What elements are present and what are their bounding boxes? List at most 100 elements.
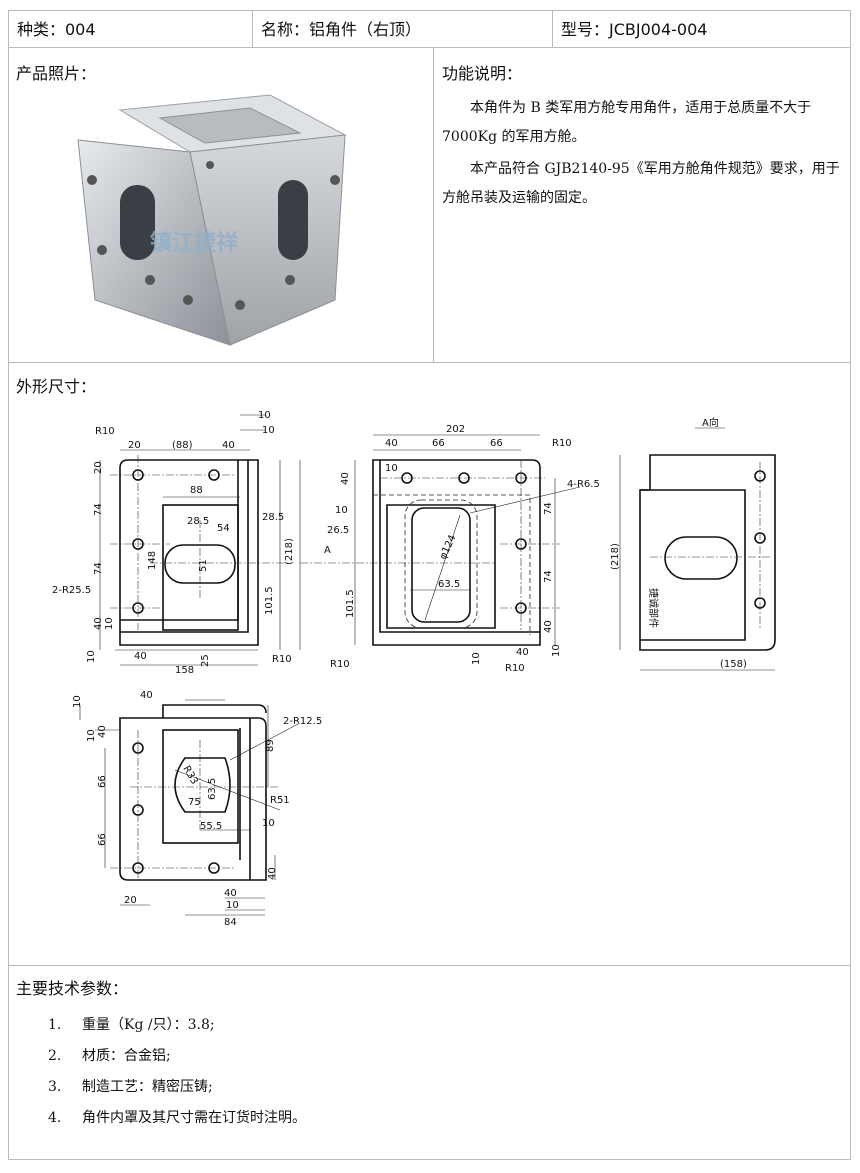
dim-label: 10 — [551, 644, 562, 657]
dim-label: 2-R25.5 — [52, 585, 91, 596]
spec-text: 角件内罩及其尺寸需在订货时注明。 — [82, 1110, 306, 1126]
dim-label: 10 — [471, 652, 482, 665]
model-cell: 型号：JCBJ004-004 — [553, 11, 850, 48]
category-cell: 种类：004 — [9, 11, 253, 48]
dim-label: A向 — [702, 416, 719, 429]
dim-label: 10 — [335, 505, 348, 516]
function-paragraph-1: 本角件为 B 类军用方舱专用角件，适用于总质量不大于 7000Kg 的军用方舱。 — [442, 100, 812, 145]
dim-label: 40 — [97, 725, 108, 738]
dim-label: (218) — [610, 543, 621, 570]
spec-item: 2. 材质：合金铝; — [48, 1041, 306, 1072]
name-cell: 名称：铝角件（右顶） — [253, 11, 553, 48]
dim-label: 2-R12.5 — [283, 716, 322, 727]
dim-label: 75 — [188, 797, 201, 808]
drawing-view-side — [300, 434, 581, 646]
dim-label: 148 — [147, 551, 158, 570]
dim-label: 74 — [93, 562, 104, 575]
dim-label: 10 — [86, 650, 97, 663]
view3-labels: A向 (218) 捷诚部件 (158) — [610, 416, 747, 670]
dim-label: 20 — [124, 895, 137, 906]
model-text: 型号：JCBJ004-004 — [561, 20, 708, 39]
dim-label: 63.5 — [207, 778, 218, 800]
dim-label: 10 — [262, 818, 275, 829]
spec-text: 重量（Kg /只）：3.8; — [82, 1017, 215, 1033]
dim-label: R10 — [552, 438, 572, 449]
dim-label: 63.5 — [438, 579, 460, 590]
dim-label: 40 — [222, 440, 235, 451]
dim-label: 158 — [175, 665, 194, 676]
dim-label: 40 — [543, 620, 554, 633]
dim-label: 10 — [262, 425, 275, 436]
dim-label: 74 — [93, 503, 104, 516]
spec-item: 1.重量（Kg /只）：3.8; — [48, 1010, 306, 1041]
dim-label: R10 — [272, 654, 292, 665]
category-text: 种类：004 — [17, 20, 96, 39]
dim-label: 51 — [198, 559, 209, 572]
dim-label: 74 — [543, 570, 554, 583]
spec-number: 3. — [48, 1079, 62, 1095]
dim-label: 40 — [385, 438, 398, 449]
dim-label: 40 — [267, 867, 278, 880]
dim-label: 40 — [516, 647, 529, 658]
dim-label: 10 — [72, 695, 83, 708]
drawing-view-top — [79, 699, 299, 916]
spec-text: 材质：合金铝; — [82, 1048, 171, 1064]
dim-label: 66 — [432, 438, 445, 449]
dim-label: 84 — [224, 917, 237, 928]
dim-label: 26.5 — [327, 525, 349, 536]
dim-label: 捷诚部件 — [647, 588, 660, 628]
drawing-view-front — [99, 414, 301, 666]
name-text: 名称：铝角件（右顶） — [261, 20, 422, 39]
dim-label: 40 — [134, 651, 147, 662]
dim-label: 40 — [224, 888, 237, 899]
dim-label: R51 — [270, 795, 290, 806]
dim-label: (158) — [720, 659, 747, 670]
dim-label: 66 — [490, 438, 503, 449]
dim-label: R10 — [505, 663, 525, 674]
specs-title: 主要技术参数： — [16, 979, 129, 998]
dim-label: 10 — [385, 463, 398, 474]
dim-label: 101.5 — [264, 586, 275, 615]
dimensions-title: 外形尺寸： — [16, 377, 97, 396]
spec-sheet: 种类：004 名称：铝角件（右顶） 型号：JCBJ004-004 — [8, 10, 851, 1160]
dim-label: 202 — [446, 424, 465, 435]
dim-label: A — [324, 545, 331, 556]
dim-label: (218) — [284, 538, 295, 565]
dim-label: (88) — [172, 440, 193, 451]
dim-label: 66 — [97, 775, 108, 788]
dim-label: 10 — [226, 900, 239, 911]
view1-labels: R10 20 (88) 40 10 10 88 28.5 54 28.5 148… — [52, 410, 295, 676]
photo-title: 产品照片： — [16, 64, 97, 83]
function-title: 功能说明： — [442, 64, 523, 83]
specs-list: 1.重量（Kg /只）：3.8; 2.材质：合金铝; 3.制造工艺：精密压铸; … — [48, 1010, 306, 1134]
dim-label: 74 — [543, 502, 554, 515]
dim-label: 10 — [258, 410, 271, 421]
dim-label: 10 — [104, 617, 115, 630]
dim-label: 20 — [128, 440, 141, 451]
photo-watermark: 镇江捷祥 — [150, 230, 238, 256]
dim-label: 4-R6.5 — [567, 479, 600, 490]
dim-label: 66 — [97, 833, 108, 846]
photo-function-row — [9, 48, 850, 363]
dim-label: 20 — [93, 461, 104, 474]
function-paragraph-2: 本产品符合 GJB2140-95《军用方舱角件规范》要求，用于方舱吊装及运输的固… — [442, 161, 840, 206]
dim-label: 40 — [93, 617, 104, 630]
dim-label: 89 — [265, 739, 276, 752]
dim-label: 54 — [217, 523, 230, 534]
view4-labels: 10 40 10 40 2-R12.5 89 R33 63.5 75 R51 5… — [72, 690, 322, 928]
dim-label: 28.5 — [187, 516, 209, 527]
product-photo: 镇江捷祥 — [77, 94, 347, 346]
dim-label: R10 — [95, 426, 115, 437]
dim-label: 10 — [86, 729, 97, 742]
dim-label: 88 — [190, 485, 203, 496]
spec-number: 4. — [48, 1110, 62, 1126]
dim-label: R33 — [180, 764, 199, 787]
dim-label: 55.5 — [200, 821, 222, 832]
drawing-view-a — [619, 427, 776, 671]
spec-item: 4. 角件内罩及其尺寸需在订货时注明。 — [48, 1103, 306, 1134]
spec-number: 2. — [48, 1048, 62, 1064]
dim-label: 28.5 — [262, 512, 284, 523]
dimensions-row — [9, 363, 850, 966]
dim-label: R10 — [330, 659, 350, 670]
